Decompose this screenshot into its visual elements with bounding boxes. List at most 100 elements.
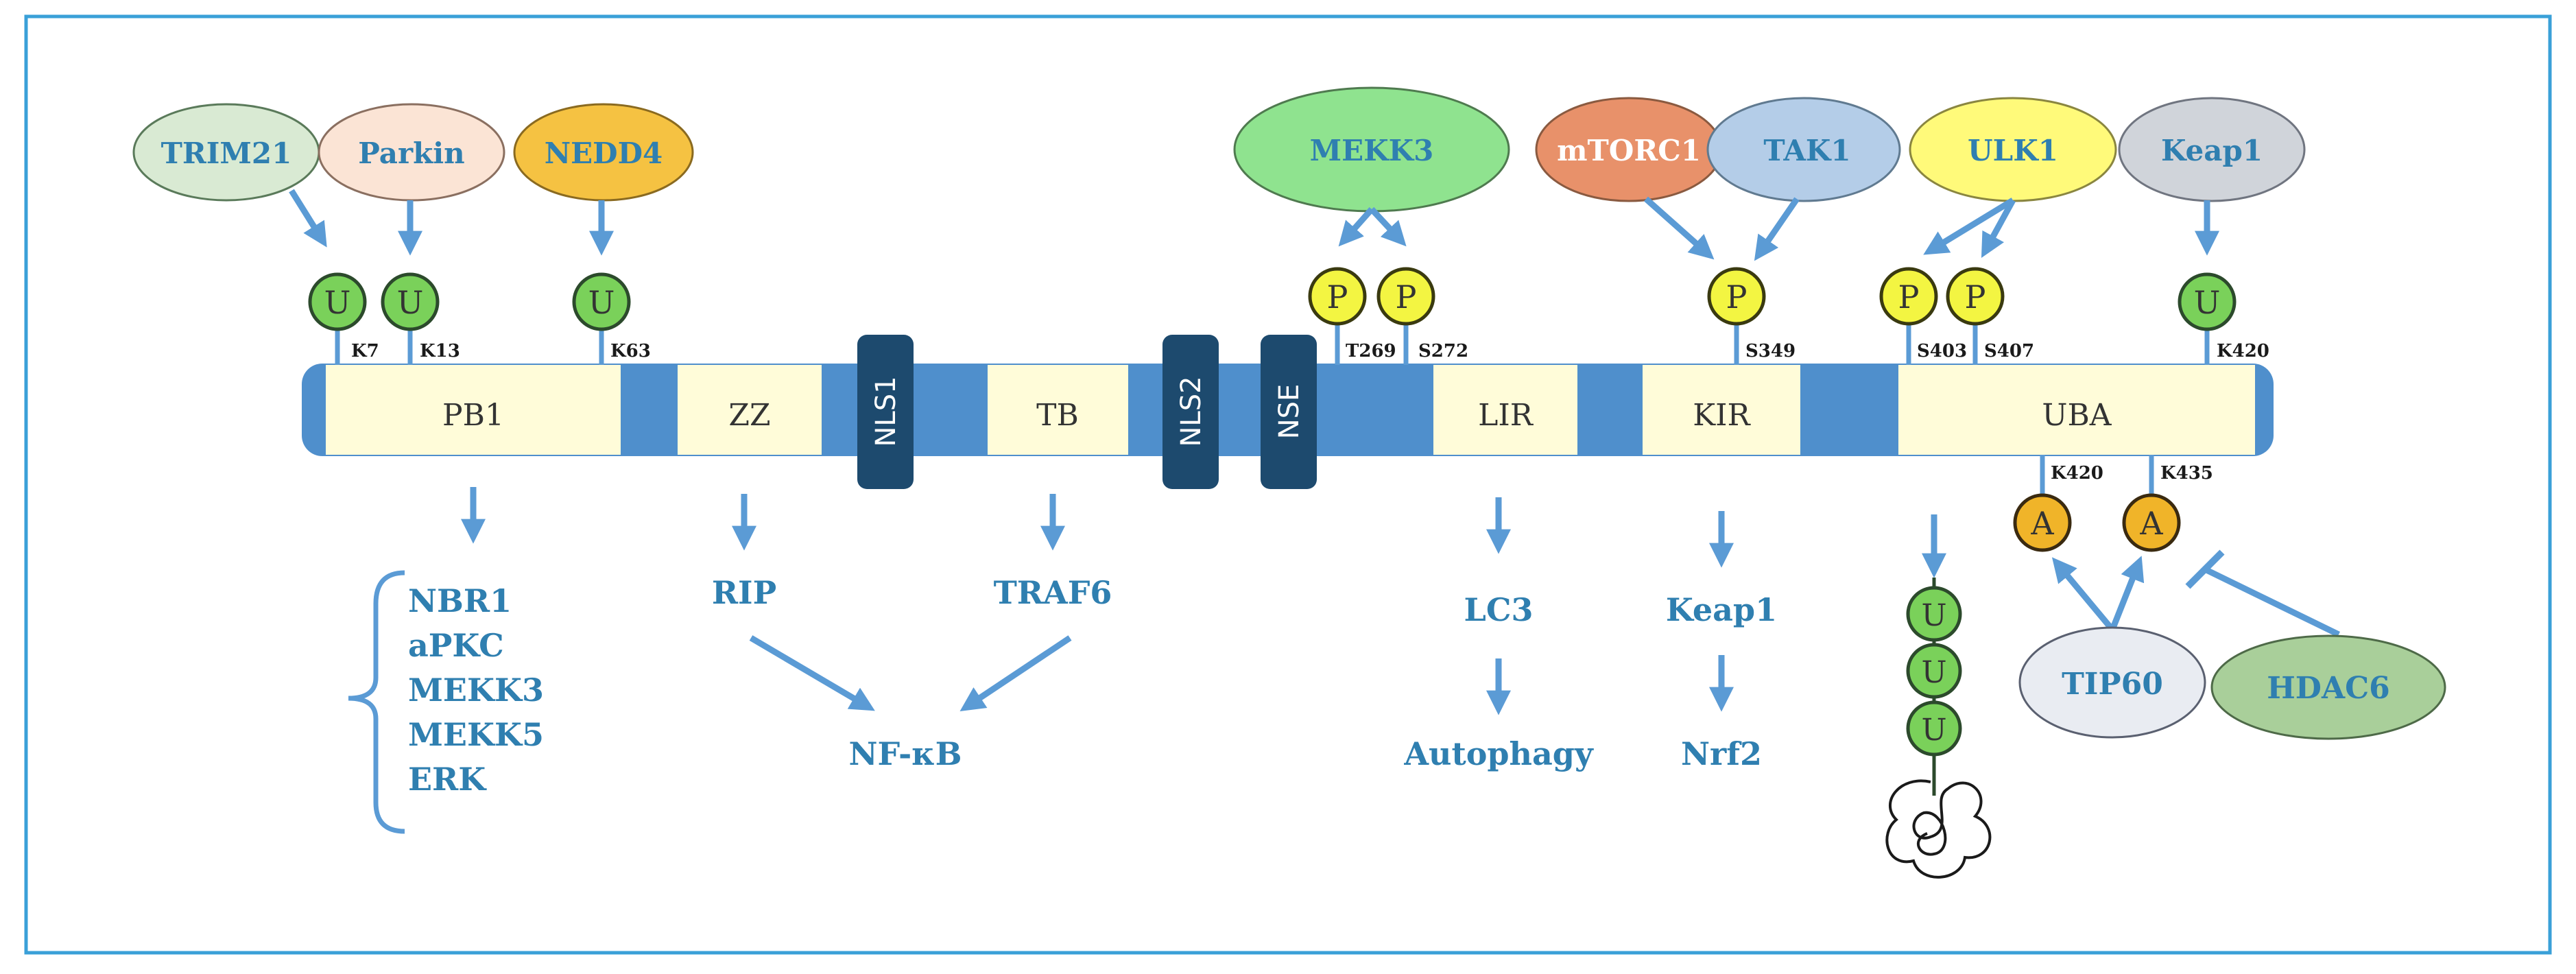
partner-nfkb: NF-κB: [848, 735, 962, 772]
domain-lir-label: LIR: [1478, 398, 1534, 433]
mekk3-label: MEKK3: [1310, 134, 1434, 167]
trim21-label: TRIM21: [161, 136, 292, 170]
phospho-t269-mark: [1308, 267, 1367, 326]
signal-sequences: NLS1 NLS2 NSE: [857, 335, 1317, 489]
partner-mekk5: MEKK5: [408, 716, 544, 753]
parkin-label: Parkin: [358, 136, 464, 170]
nls2-box: [1162, 335, 1219, 489]
site-s272: S272: [1418, 341, 1468, 361]
tip60-label: TIP60: [2062, 667, 2163, 702]
domain-pb1-label: PB1: [442, 398, 504, 433]
partner-keap1: Keap1: [1666, 591, 1777, 628]
partner-lc3: LC3: [1464, 591, 1534, 628]
polyub-3-letter: U: [1921, 713, 1946, 748]
domain-uba-label: UBA: [2042, 398, 2112, 433]
site-k7: K7: [351, 341, 379, 361]
hdac6-inhibition-line: [2204, 566, 2340, 638]
partner-erk: ERK: [408, 761, 487, 798]
keap1-ellipse: [2118, 97, 2306, 202]
nedd4-label: NEDD4: [545, 136, 663, 170]
partner-nrf2: Nrf2: [1681, 735, 1762, 772]
partner-traf6: TRAF6: [994, 574, 1112, 611]
ubiquitin-k420-mark: [2178, 272, 2237, 331]
pb1-partners-brace: [348, 570, 405, 834]
site-k435: K435: [2160, 463, 2213, 484]
ubiquitin-k13-mark: [381, 272, 440, 331]
domain-uba-box: [1898, 365, 2255, 455]
domain-tb-box: [988, 365, 1128, 455]
polyubiquitin-chain: U U U: [1885, 578, 1992, 879]
phospho-s403-mark: [1879, 267, 1938, 326]
domain-pb1-box: [326, 365, 621, 455]
acetyl-k420-letter: A: [2030, 505, 2054, 542]
modification-marks-top: U U U P P P P P U: [308, 267, 2237, 331]
domains: PB1 ZZ TB LIR KIR UBA: [326, 365, 2255, 455]
domain-kir-box: [1643, 365, 1800, 455]
site-labels-top: K7 K13 K63 T269 S272 S349 S403 S407 K420: [351, 341, 2269, 361]
ubiquitin-k63-mark: [572, 272, 631, 331]
acetyl-regulators: TIP60 HDAC6: [2018, 549, 2446, 740]
nse-label: NSE: [1274, 384, 1305, 440]
pb1-partners: NBR1 aPKC MEKK3 MEKK5 ERK: [348, 570, 544, 834]
acetyl-k435-letter: A: [2139, 505, 2163, 542]
partner-nbr1: NBR1: [408, 582, 512, 619]
site-k420-top: K420: [2217, 341, 2269, 361]
site-s407: S407: [1984, 341, 2034, 361]
site-k13: K13: [420, 341, 460, 361]
nls1-label: NLS1: [870, 376, 902, 447]
nse-box: [1261, 335, 1317, 489]
ubiquitin-k7-mark: [308, 272, 367, 331]
phospho-s272-mark: [1376, 267, 1435, 326]
tip60-ellipse: [2018, 626, 2206, 739]
polyub-2-mark: [1906, 643, 1962, 699]
site-k420-bottom: K420: [2051, 463, 2103, 484]
ubiquitin-k13-letter: U: [397, 284, 424, 321]
acetyl-k435-mark: [2122, 493, 2181, 552]
partner-mekk3: MEKK3: [408, 672, 544, 709]
polyub-3-mark: [1906, 700, 1962, 757]
hdac6-inhibition-bar: [2185, 549, 2225, 589]
ulk1-label: ULK1: [1968, 134, 2058, 167]
partner-autophagy: Autophagy: [1403, 735, 1594, 772]
domain-kir-label: KIR: [1693, 398, 1751, 433]
domain-zz-label: ZZ: [728, 398, 770, 433]
enzyme-arrows: [289, 189, 2219, 261]
enzymes-top: TRIM21 Parkin NEDD4 MEKK3 mTORC1 TAK1 UL…: [132, 86, 2306, 213]
figure-frame: [24, 14, 2552, 955]
ubiquitin-k63-letter: U: [588, 284, 615, 321]
keap1-top-label: Keap1: [2161, 134, 2263, 167]
site-t269: T269: [1346, 341, 1396, 361]
phospho-s407-letter: P: [1965, 278, 1986, 316]
domain-lir-box: [1433, 365, 1577, 455]
acetylation-sites: K420 K435 A A: [2013, 463, 2213, 552]
domain-tb-label: TB: [1036, 398, 1079, 433]
substrate-protein-squiggle: [1885, 779, 1992, 879]
partner-apkc: aPKC: [408, 627, 504, 664]
downstream-arrows: [461, 487, 1946, 715]
hdac6-label: HDAC6: [2267, 671, 2390, 706]
domain-zz-box: [678, 365, 822, 455]
site-s349: S349: [1745, 341, 1796, 361]
nls1-box: [857, 335, 914, 489]
nls2-label: NLS2: [1176, 376, 1207, 447]
tak1-label: TAK1: [1763, 134, 1850, 167]
downstream-labels: RIP TRAF6 NF-κB LC3 Autophagy Keap1 Nrf2: [712, 574, 1777, 772]
partner-rip: RIP: [712, 574, 776, 611]
acetyl-k420-mark: [2013, 493, 2072, 552]
phospho-s403-letter: P: [1898, 278, 1920, 316]
phospho-s349-letter: P: [1726, 278, 1748, 316]
site-s403: S403: [1917, 341, 1967, 361]
polyub-1-letter: U: [1921, 598, 1946, 633]
polyub-1-mark: [1906, 586, 1962, 642]
mtorc1-label: mTORC1: [1557, 134, 1701, 167]
site-k63: K63: [610, 341, 651, 361]
phospho-s407-mark: [1946, 267, 2005, 326]
hdac6-ellipse: [2210, 634, 2446, 740]
polyub-2-letter: U: [1921, 655, 1946, 690]
ubiquitin-k7-letter: U: [324, 284, 351, 321]
tak1-ellipse: [1706, 97, 1901, 202]
phospho-t269-letter: P: [1327, 278, 1348, 316]
modification-stems: [335, 322, 2210, 495]
phospho-s349-mark: [1707, 267, 1766, 326]
